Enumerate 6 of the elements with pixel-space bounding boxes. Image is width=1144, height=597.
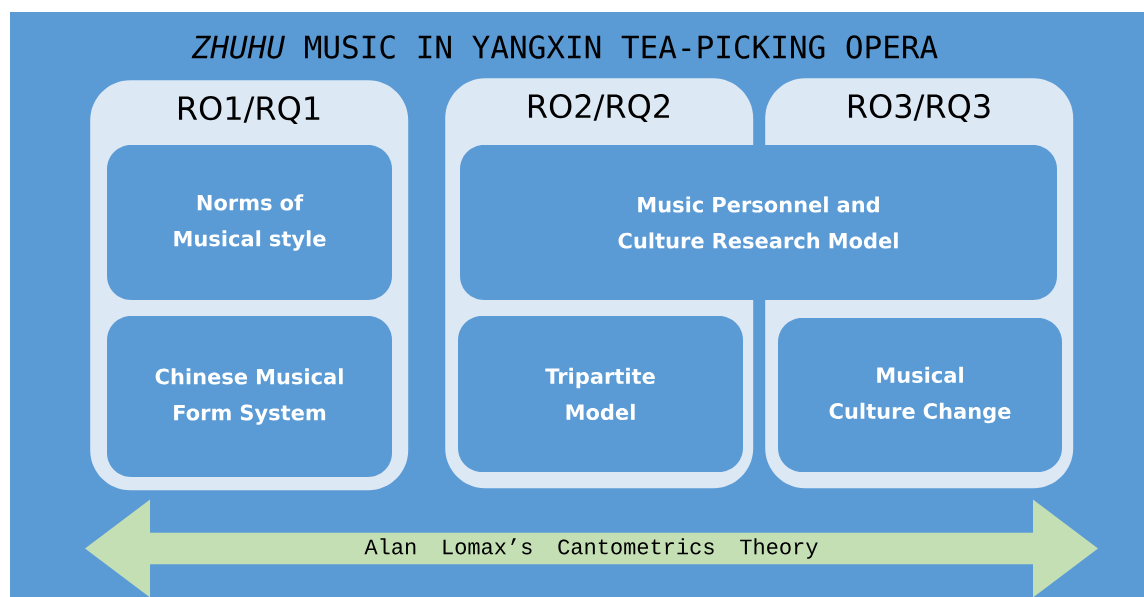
process-box: Tripartite Model <box>458 316 743 472</box>
process-box: Music Personnel and Culture Research Model <box>460 145 1057 300</box>
process-box: Chinese Musical Form System <box>107 316 392 477</box>
title: ZHUHU MUSIC IN YANGXIN TEA-PICKING OPERA <box>191 35 938 59</box>
process-box: Musical Culture Change <box>778 318 1062 472</box>
process-box: Norms of Musical style <box>107 145 392 300</box>
